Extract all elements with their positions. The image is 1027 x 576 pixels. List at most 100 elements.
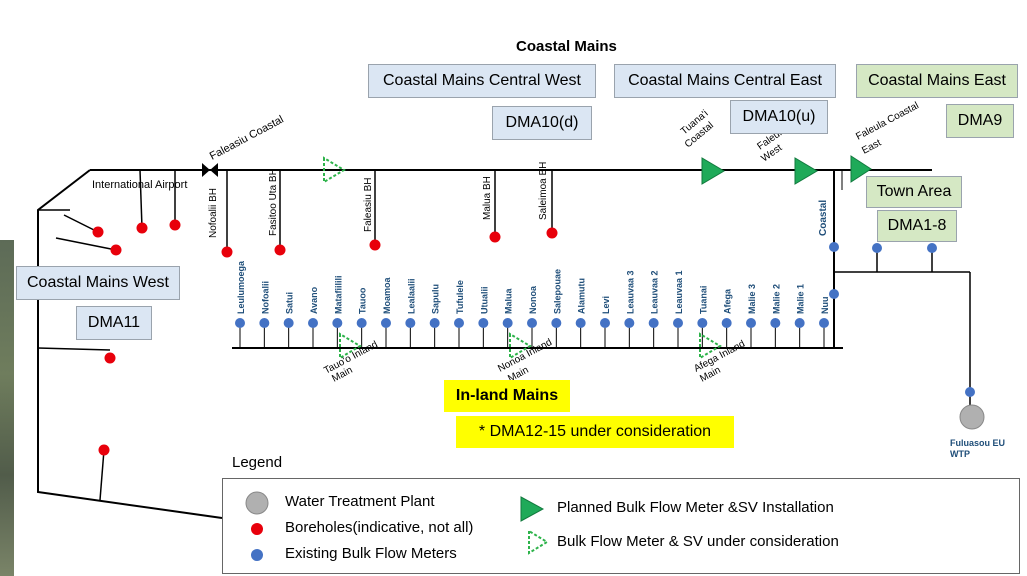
- flow-meter-dot: [746, 318, 756, 328]
- borehole-dot: [110, 244, 122, 256]
- village-label: Tuanai: [698, 286, 708, 314]
- borehole-dot: [489, 231, 501, 243]
- borehole-dot: [546, 227, 558, 239]
- flow-meter-dot: [405, 318, 416, 328]
- village-label: Moamoa: [382, 277, 392, 315]
- borehole-dot: [274, 244, 286, 256]
- village-label: Nonoa: [528, 285, 538, 314]
- village-label: Lealaalii: [406, 278, 416, 314]
- village-label: Alamutu: [577, 278, 587, 314]
- flow-meter-dot: [502, 318, 513, 328]
- village-label: Satui: [285, 292, 295, 314]
- label-international-airport: International Airport: [92, 179, 187, 191]
- village-label: Nuu: [820, 297, 830, 315]
- legend-planned-text: Planned Bulk Flow Meter &SV Installation: [557, 499, 834, 516]
- consideration-meter-faleasiu: [323, 156, 346, 184]
- borehole-dot: [369, 239, 381, 251]
- west-branch-line: [37, 169, 223, 519]
- flow-meter-dot: [259, 318, 270, 328]
- borehole-dot: [104, 352, 116, 364]
- village-label: Afega: [723, 288, 733, 314]
- village-label: Nofoalii: [260, 281, 270, 314]
- flow-meter-dot: [478, 318, 489, 328]
- borehole-dot: [92, 226, 104, 238]
- legend-symbols: [245, 491, 549, 561]
- village-label: Utualii: [479, 286, 489, 314]
- flow-meter-dot: [429, 318, 440, 328]
- legend-boreholes-text: Boreholes(indicative, not all): [285, 519, 474, 536]
- box-dma9: DMA9: [946, 104, 1014, 138]
- flow-meter-dot: [551, 318, 562, 328]
- label-fuluasou-1: Fuluasou EU: [950, 438, 1005, 448]
- legend-borehole-icon: [251, 523, 263, 535]
- west-branch-stub-3: [63, 214, 99, 233]
- borehole-dot: [221, 246, 233, 258]
- fuluasou-flow-meter: [965, 387, 975, 397]
- legend-title: Legend: [232, 454, 283, 471]
- consideration-meter-nonoa: [509, 332, 532, 360]
- flow-meter-dot: [673, 318, 683, 328]
- flow-meter-dot: [721, 318, 732, 328]
- legend-consideration-icon: [528, 529, 549, 555]
- box-dma12-15: * DMA12-15 under consideration: [456, 416, 734, 448]
- village-label: Avano: [309, 286, 319, 314]
- west-branch-stub-5: [99, 449, 105, 501]
- box-dma1-8: DMA1-8: [877, 210, 957, 242]
- satellite-image-strip: [0, 240, 14, 576]
- box-dma10d: DMA10(d): [492, 106, 592, 140]
- village-label: Malua: [504, 287, 514, 314]
- label-malua-bh: Malua BH: [482, 176, 493, 220]
- village-label: Levi: [601, 296, 611, 314]
- west-branch-stub-2: [55, 237, 117, 251]
- planned-meter-faleula-west: [794, 157, 818, 185]
- box-east: Coastal Mains East: [856, 64, 1018, 98]
- flow-meter-dot: [235, 318, 245, 328]
- flow-meter-dot: [648, 318, 659, 328]
- flow-meter-dot: [332, 318, 343, 328]
- label-coastal: Coastal: [818, 200, 829, 236]
- box-central-east: Coastal Mains Central East: [614, 64, 836, 98]
- flow-meter-dot: [819, 318, 829, 328]
- box-dma11: DMA11: [76, 306, 152, 340]
- village-label: Leauvaa 3: [625, 270, 635, 314]
- flow-meter-dot: [283, 318, 294, 328]
- flow-meter-dot: [697, 318, 708, 328]
- village-label: Salepouae: [552, 269, 562, 314]
- flow-meter-dot: [527, 318, 537, 328]
- box-town-area: Town Area: [866, 176, 962, 208]
- borehole-dot: [98, 444, 110, 456]
- flow-meter-dot: [454, 318, 464, 328]
- box-inland-mains: In-land Mains: [444, 380, 570, 412]
- village-label: Matafiilili: [333, 275, 343, 314]
- flow-meter-dot: [308, 318, 318, 328]
- box-central-west: Coastal Mains Central West: [368, 64, 596, 98]
- flow-meter-dot: [829, 289, 839, 299]
- legend-wtp-text: Water Treatment Plant: [285, 493, 435, 510]
- flow-meter-dot: [356, 318, 367, 328]
- fuluasou-wtp-circle: [959, 404, 985, 430]
- label-fuluasou-2: WTP: [950, 449, 970, 459]
- planned-meter-faleula-coastal-east: [850, 155, 872, 183]
- flow-meter-dot: [872, 243, 882, 253]
- village-label: Malie 3: [747, 284, 757, 314]
- village-label: Tufulele: [455, 280, 465, 314]
- label-saleimoa-bh: Saleimoa BH: [538, 162, 549, 220]
- flow-meter-dot: [770, 318, 781, 328]
- flow-meter-dot: [381, 318, 391, 328]
- flow-meter-dot: [575, 318, 586, 328]
- legend-consideration-text: Bulk Flow Meter & SV under consideration: [557, 533, 839, 550]
- village-label: Malie 1: [796, 284, 806, 314]
- label-faleasiu-coastal: Faleasiu Coastal: [208, 114, 286, 163]
- label-faleasiu-bh: Faleasiu BH: [363, 178, 374, 232]
- box-dma10u: DMA10(u): [730, 100, 828, 134]
- consideration-meter-afega: [699, 332, 722, 360]
- diagram-title: Coastal Mains: [516, 38, 617, 55]
- flow-meter-dot: [600, 318, 610, 328]
- village-label: Leauvaa 2: [650, 270, 660, 314]
- borehole-dot: [169, 219, 181, 231]
- village-label: Leulumoega: [236, 260, 246, 314]
- legend-wtp-icon: [245, 491, 269, 515]
- planned-meter-tuanai: [701, 157, 725, 185]
- village-label: Tauoo: [358, 287, 368, 314]
